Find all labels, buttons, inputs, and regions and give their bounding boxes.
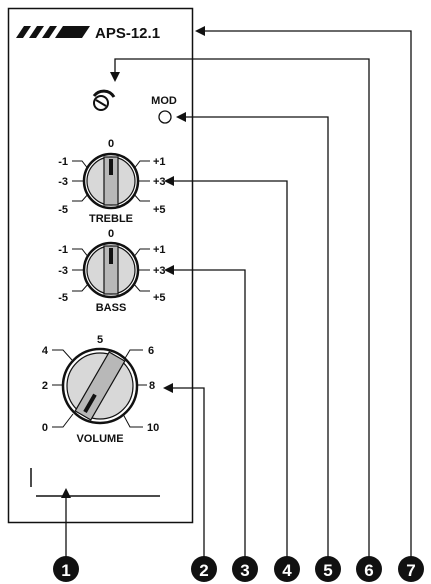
volume-tick-4: 4 [42, 345, 49, 357]
mod-trim-pot[interactable] [92, 89, 116, 111]
brand-stripes [16, 26, 90, 38]
callout-1-number: 1 [61, 561, 70, 580]
bass-knob[interactable] [72, 241, 150, 299]
callout-5-number: 5 [323, 561, 332, 580]
bass-tick-minus3: -3 [58, 265, 68, 277]
leader-2 [163, 383, 205, 560]
leader-5 [176, 112, 329, 560]
bass-tick-minus5: -5 [58, 292, 68, 304]
callout-2-number: 2 [199, 561, 208, 580]
callout-4: 4 [274, 556, 300, 582]
treble-pointer [109, 159, 113, 175]
treble-label: TREBLE [89, 213, 133, 225]
mod-label: MOD [151, 95, 177, 107]
treble-tick-minus5: -5 [58, 204, 68, 216]
callout-4-number: 4 [282, 561, 292, 580]
treble-tick-minus1: -1 [58, 156, 68, 168]
callout-1: 1 [53, 556, 79, 582]
callout-6: 6 [356, 556, 382, 582]
callout-3: 3 [232, 556, 258, 582]
leader-6 [110, 58, 370, 560]
volume-label: VOLUME [76, 433, 123, 445]
bass-tick-0: 0 [108, 228, 114, 240]
input-jack [30, 468, 160, 497]
callout-2: 2 [191, 556, 217, 582]
callout-7-number: 7 [406, 561, 415, 580]
volume-tick-2: 2 [42, 380, 48, 392]
volume-tick-10: 10 [147, 422, 159, 434]
treble-tick-minus3: -3 [58, 176, 68, 188]
bass-tick-minus1: -1 [58, 244, 68, 256]
treble-knob[interactable] [72, 152, 150, 210]
treble-tick-0: 0 [108, 138, 114, 150]
leader-3 [164, 265, 246, 560]
treble-tick-plus5: +5 [153, 204, 166, 216]
treble-tick-plus1: +1 [153, 156, 166, 168]
treble-tick-plus3: +3 [153, 176, 166, 188]
model-name: APS-12.1 [95, 25, 160, 42]
mod-led [158, 110, 172, 124]
leader-4 [164, 176, 288, 560]
leader-7 [195, 26, 412, 560]
callout-5: 5 [315, 556, 341, 582]
volume-tick-8: 8 [149, 380, 155, 392]
bass-pointer [109, 248, 113, 264]
callout-7: 7 [398, 556, 424, 582]
volume-pointer [83, 393, 97, 413]
bass-tick-plus5: +5 [153, 292, 166, 304]
bass-tick-plus1: +1 [153, 244, 166, 256]
volume-tick-6: 6 [148, 345, 154, 357]
bass-label: BASS [96, 302, 127, 314]
volume-tick-5: 5 [97, 334, 103, 346]
volume-knob[interactable] [52, 347, 147, 428]
volume-tick-0: 0 [42, 422, 48, 434]
callout-6-number: 6 [364, 561, 373, 580]
leader-lines [61, 26, 412, 560]
bass-tick-plus3: +3 [153, 265, 166, 277]
callout-3-number: 3 [240, 561, 249, 580]
